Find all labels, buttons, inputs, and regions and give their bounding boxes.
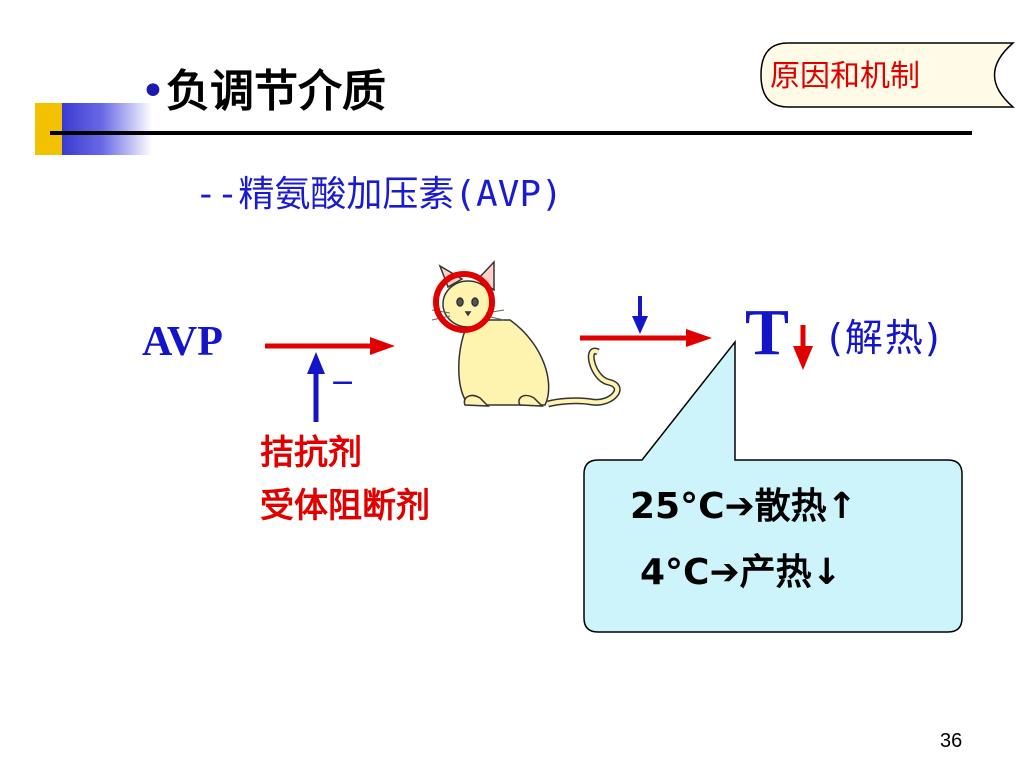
effect-arrow-icon <box>580 329 712 347</box>
title-deco-blue <box>62 103 152 155</box>
antagonist-label: 拮抗剂 <box>260 433 362 473</box>
inhibition-arrow-icon <box>307 352 325 422</box>
page-number: 36 <box>940 730 963 752</box>
down-arrow-blue-icon <box>632 296 648 334</box>
minus-sign: − <box>330 365 356 400</box>
section-badge <box>760 42 1016 108</box>
temperature-down-arrow-icon <box>793 325 813 370</box>
callout-line-1: 25°C➔散热↑ <box>630 486 857 527</box>
page-title: 负调节介质 <box>166 66 386 117</box>
callout-line-2: 4°C➔产热↓ <box>640 552 842 593</box>
badge-label: 原因和机制 <box>770 59 920 94</box>
title-deco-yellow <box>35 103 62 155</box>
temperature-label: T <box>745 296 790 369</box>
avp-label: AVP <box>142 319 223 365</box>
receptor-blocker-label: 受体阻断剂 <box>260 486 430 526</box>
subtitle: --精氨酸加压素(AVP) <box>195 174 563 215</box>
title-bullet: • <box>140 66 166 117</box>
avp-arrow-icon <box>265 337 395 355</box>
antipyretic-label: (解热) <box>828 316 942 360</box>
target-circle-icon <box>433 271 495 333</box>
title-underline <box>50 131 972 135</box>
cat-icon <box>431 260 621 408</box>
callout-bubble <box>583 339 963 633</box>
